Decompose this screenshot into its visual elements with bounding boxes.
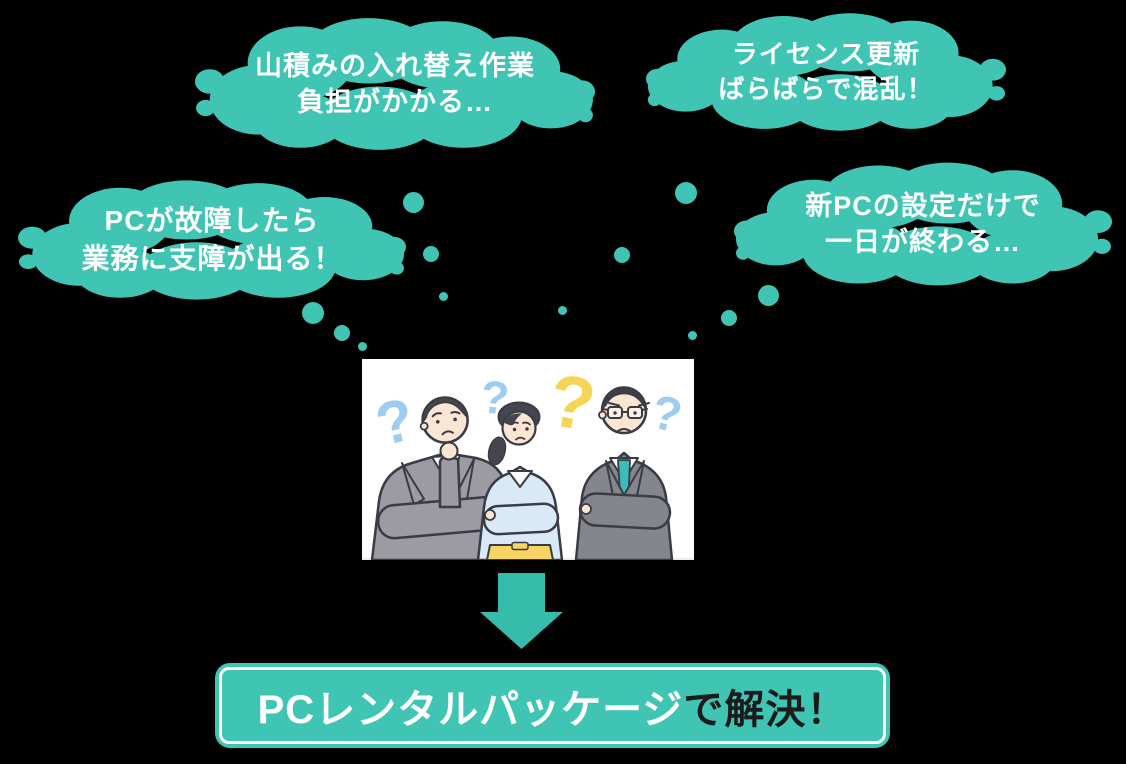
- banner-suffix: で解決！: [683, 687, 848, 732]
- question-mark-icon: ?: [478, 370, 511, 425]
- question-mark-icon: ?: [543, 359, 602, 447]
- bubble-line: 山積みの入れ替え作業: [255, 50, 535, 81]
- thought-trail-dot: [334, 325, 350, 341]
- thought-bubble-new-pc-setup: 新PCの設定だけで 一日が終わる…: [734, 155, 1112, 293]
- worried-woman-center: [476, 401, 564, 560]
- thought-trail-dot: [721, 310, 737, 326]
- thought-trail-dot: [675, 182, 697, 204]
- banner-highlight: PCレンタルパッケージ: [257, 687, 684, 732]
- bubble-text: 新PCの設定だけで 一日が終わる…: [734, 155, 1112, 293]
- thought-trail-dot: [302, 302, 324, 324]
- bubble-line: ライセンス更新: [731, 39, 921, 70]
- frowning-man-right: [574, 386, 674, 560]
- thought-bubble-replacement-workload: 山積みの入れ替え作業 負担がかかる…: [195, 10, 595, 158]
- question-mark-icon: ?: [647, 386, 687, 444]
- bubble-text: ライセンス更新 ばらばらで混乱！: [646, 6, 1006, 138]
- thought-bubble-pc-breakdown: PCが故障したら 業務に支障が出る！: [18, 173, 406, 307]
- bubble-text: 山積みの入れ替え作業 負担がかかる…: [195, 10, 595, 158]
- cloud-icon: [646, 13, 1006, 131]
- down-arrow-icon: [480, 573, 563, 649]
- thought-trail-dot: [439, 292, 448, 301]
- thought-trail-dot: [358, 342, 367, 351]
- thought-trail-dot: [558, 306, 567, 315]
- workers-illustration-drawing: ? ? ? ?: [369, 359, 687, 560]
- bubble-line: 一日が終わる…: [825, 227, 1021, 257]
- thought-trail-dot: [403, 192, 424, 213]
- thought-trail-dot: [423, 246, 439, 262]
- woman-head: [497, 401, 541, 446]
- bubble-line: 新PCの設定だけで: [805, 190, 1041, 221]
- cloud-icon: [734, 162, 1112, 286]
- left-man-head: [419, 396, 469, 444]
- cloud-icon: [18, 180, 406, 300]
- thought-bubble-license-renewal: ライセンス更新 ばらばらで混乱！: [646, 6, 1006, 138]
- workers-illustration: ? ? ? ?: [362, 359, 694, 560]
- bubble-line: 業務に支障が出る！: [81, 243, 343, 274]
- thought-trail-dot: [614, 247, 630, 263]
- thinking-man-left: [370, 396, 513, 560]
- bubble-text: PCが故障したら 業務に支障が出る！: [18, 173, 406, 307]
- cloud-icon: [195, 18, 595, 150]
- bubble-line: 負担がかかる…: [297, 87, 493, 117]
- banner-text: PCレンタルパッケージで解決！: [215, 663, 890, 748]
- solution-banner: PCレンタルパッケージで解決！: [215, 663, 890, 748]
- bubble-line: ばらばらで混乱！: [718, 74, 934, 104]
- question-mark-icon: ?: [369, 385, 421, 459]
- right-man-head: [598, 386, 650, 435]
- bubble-line: PCが故障したら: [104, 205, 320, 237]
- thought-trail-dot: [758, 285, 779, 306]
- thought-trail-dot: [688, 331, 697, 340]
